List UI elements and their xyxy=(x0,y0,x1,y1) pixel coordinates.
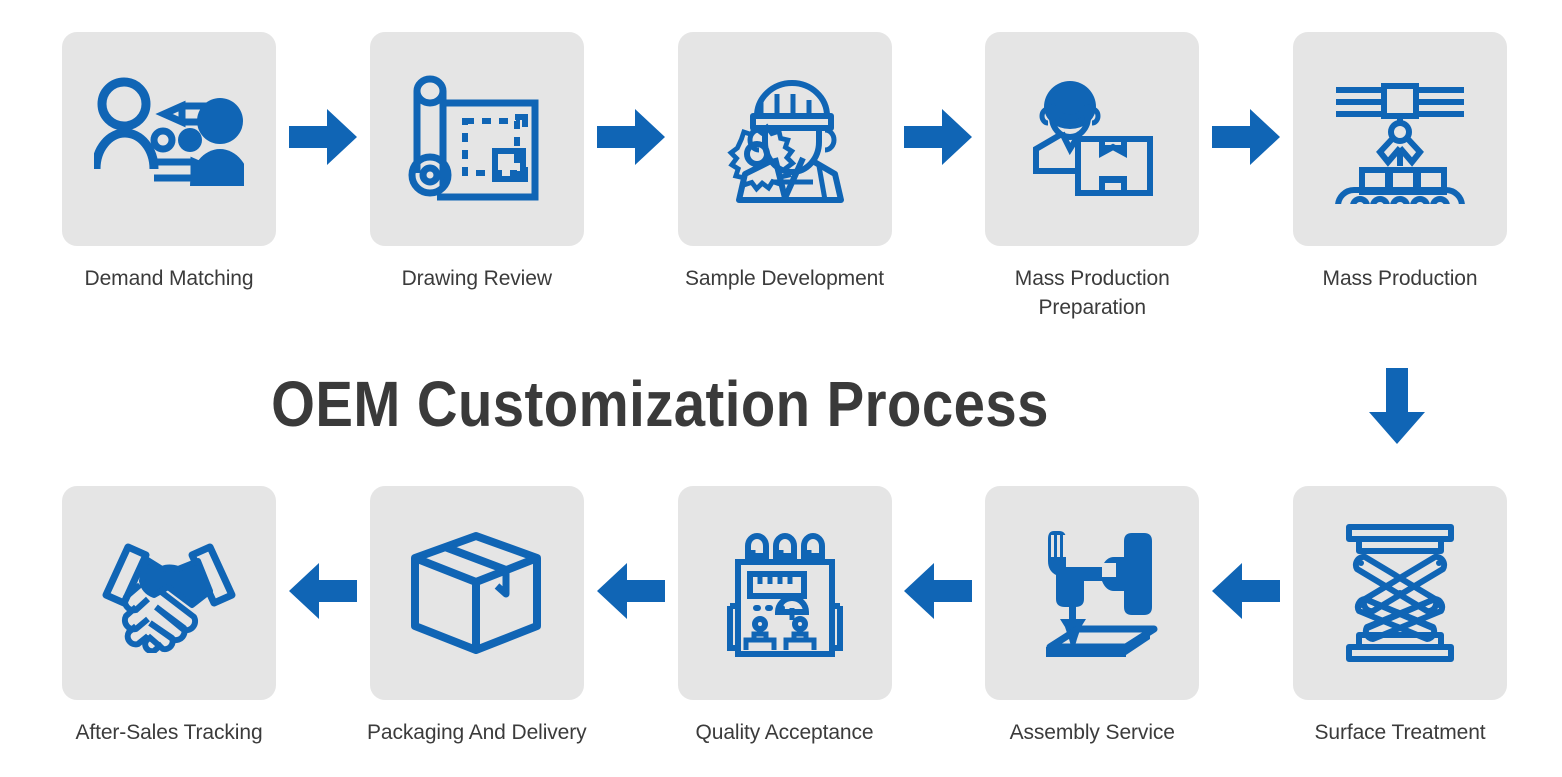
step-label: Quality Acceptance xyxy=(695,721,874,744)
process-step-mass-production[interactable]: Mass Production xyxy=(1293,32,1507,293)
step-card[interactable] xyxy=(369,486,584,700)
process-step-mass-production-preparation[interactable]: Mass Production Preparation xyxy=(985,32,1200,322)
connector-7 xyxy=(892,486,986,700)
drawing-review-icon xyxy=(407,69,547,209)
process-step-sample-development[interactable]: Sample Development xyxy=(677,32,892,293)
demand-matching-icon xyxy=(94,74,244,204)
page-title: OEM Customization Process xyxy=(271,368,1049,440)
step-label: Mass Production Preparation xyxy=(1014,267,1170,319)
power-drill-icon xyxy=(1020,523,1165,663)
connector-4 xyxy=(1199,32,1293,246)
step-label: Mass Production xyxy=(1322,267,1478,290)
step-label: Surface Treatment xyxy=(1314,721,1486,744)
step-card[interactable] xyxy=(985,486,1200,700)
connector-2 xyxy=(584,32,678,246)
process-row-top: Demand Matching xyxy=(62,32,1507,322)
connector-3 xyxy=(892,32,986,246)
mass-production-icon xyxy=(1330,74,1470,204)
arrow-left-icon xyxy=(596,562,665,624)
process-step-surface-treatment[interactable]: Surface Treatment xyxy=(1293,486,1507,747)
package-box-icon xyxy=(409,528,544,658)
step-card[interactable] xyxy=(62,486,276,700)
arrow-right-icon xyxy=(596,108,665,170)
connector-9 xyxy=(276,486,370,700)
process-step-demand-matching[interactable]: Demand Matching xyxy=(62,32,276,293)
arrow-left-icon xyxy=(904,562,973,624)
step-card[interactable] xyxy=(62,32,276,246)
step-card[interactable] xyxy=(1293,486,1507,700)
arrow-right-icon xyxy=(1212,108,1281,170)
process-step-packaging-and-delivery[interactable]: Packaging And Delivery xyxy=(367,486,587,747)
sample-development-icon xyxy=(715,74,855,204)
step-label: Packaging And Delivery xyxy=(366,721,587,744)
arrow-down-icon xyxy=(1369,367,1425,449)
process-row-bottom: After-Sales Tracking xyxy=(62,486,1507,747)
step-card[interactable] xyxy=(369,32,584,246)
step-label: Demand Matching xyxy=(84,267,254,290)
connector-vertical xyxy=(1361,362,1433,454)
step-card[interactable] xyxy=(677,32,892,246)
arrow-right-icon xyxy=(288,108,357,170)
connector-6 xyxy=(1199,486,1293,700)
connector-1 xyxy=(276,32,370,246)
step-card[interactable] xyxy=(677,486,892,700)
step-label: Drawing Review xyxy=(401,267,552,290)
scissor-lift-icon xyxy=(1345,523,1455,663)
step-card[interactable] xyxy=(1293,32,1507,246)
arrow-left-icon xyxy=(1212,562,1281,624)
arrow-right-icon xyxy=(904,108,973,170)
process-step-after-sales-tracking[interactable]: After-Sales Tracking xyxy=(62,486,276,747)
mass-production-preparation-icon xyxy=(1022,77,1162,202)
process-step-quality-acceptance[interactable]: Quality Acceptance xyxy=(677,486,892,747)
step-label: Sample Development xyxy=(685,267,884,290)
process-step-assembly-service[interactable]: Assembly Service xyxy=(985,486,1200,747)
arrow-left-icon xyxy=(288,562,357,624)
connector-8 xyxy=(584,486,678,700)
handshake-icon xyxy=(94,533,244,653)
step-label: Assembly Service xyxy=(1009,721,1175,744)
step-label: After-Sales Tracking xyxy=(75,721,263,744)
step-card[interactable] xyxy=(985,32,1200,246)
process-step-drawing-review[interactable]: Drawing Review xyxy=(369,32,584,293)
quality-inspection-icon xyxy=(720,526,850,661)
